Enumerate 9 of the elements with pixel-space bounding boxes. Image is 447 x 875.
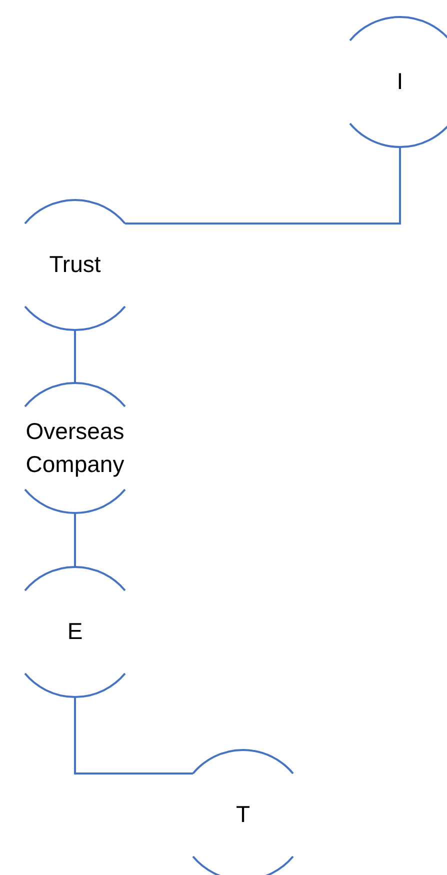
node-label: T xyxy=(234,800,252,830)
node-label: Overseas Company xyxy=(24,416,126,479)
connector-line xyxy=(74,330,76,383)
node-label: I xyxy=(396,67,404,96)
connector-line xyxy=(74,697,193,774)
node-label: Trust xyxy=(48,250,102,280)
node-label: E xyxy=(66,617,84,646)
connector-line xyxy=(125,147,401,224)
connector-line xyxy=(74,513,76,567)
